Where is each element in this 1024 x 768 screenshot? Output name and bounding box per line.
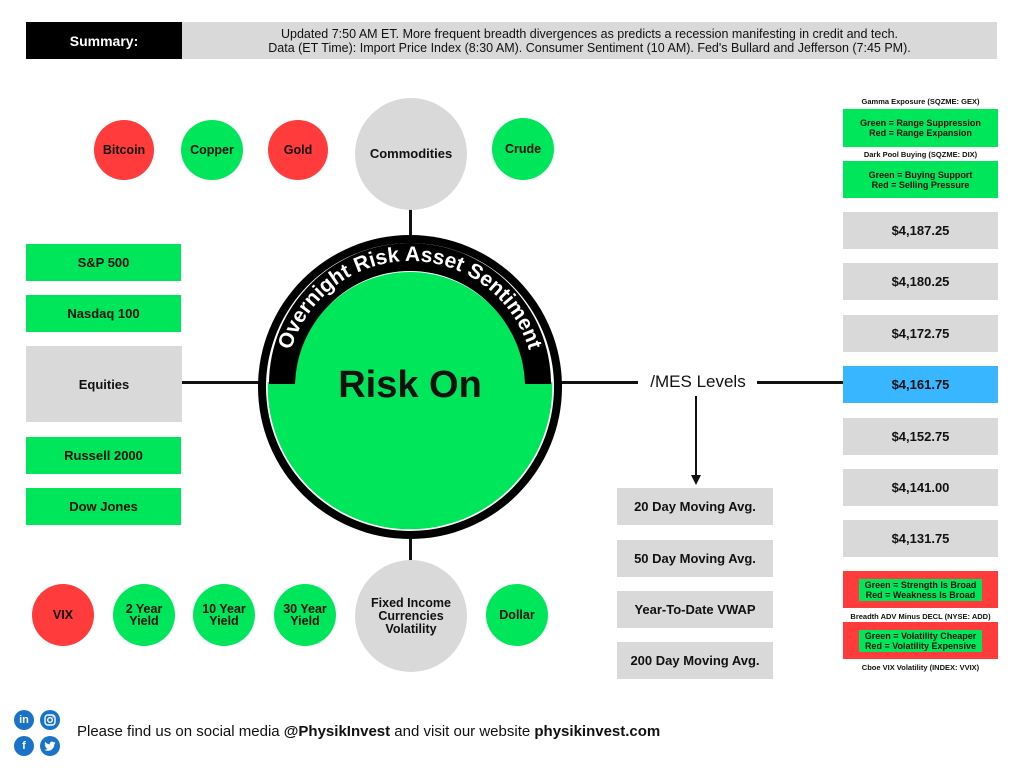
sentiment-wheel: Overnight Risk Asset Sentiment Risk On (258, 235, 562, 539)
commodities-hub: Commodities (355, 98, 467, 210)
connector-top (409, 208, 412, 238)
footer-text: Please find us on social media @PhysikIn… (77, 723, 660, 740)
dix-legend-title: Dark Pool Buying (SQZME: DIX) (863, 150, 978, 159)
equities-hub: Equities (26, 346, 182, 422)
commodity-crude: Crude (492, 118, 554, 180)
mes-level: $4,161.75 (843, 366, 998, 403)
fi-10y-label-2: Yield (209, 614, 239, 628)
fixed-income-hub: Fixed Income Currencies Volatility (355, 560, 467, 672)
summary-text: Updated 7:50 AM ET. More frequent breadt… (182, 22, 997, 59)
fi-2y-yield: 2 Year Yield (113, 584, 175, 646)
connector-down (695, 396, 697, 476)
add-legend-line-2: Red = Weakness Is Broad (865, 589, 976, 600)
connector-bottom (409, 535, 412, 563)
fi-vix: VIX (32, 584, 94, 646)
sentiment-inner (295, 272, 525, 502)
footer-website-link[interactable]: physikinvest.com (534, 723, 661, 740)
fi-30y-label-1: 30 Year (283, 602, 327, 616)
fi-vix-label: VIX (52, 608, 74, 622)
fi-10y-yield: 10 Year Yield (193, 584, 255, 646)
equity-russell2000: Russell 2000 (26, 437, 181, 474)
vvix-legend-box: Green = Volatility Cheaper Red = Volatil… (843, 622, 998, 659)
commodity-bitcoin: Bitcoin (94, 120, 154, 180)
footer-middle: and visit our website (390, 723, 535, 740)
summary-label: Summary: (26, 22, 182, 59)
fi-2y-label-1: 2 Year (125, 602, 163, 616)
fi-2y-label-2: Yield (129, 614, 159, 628)
gex-legend-title: Gamma Exposure (SQZME: GEX) (861, 97, 980, 106)
connector-left (182, 381, 262, 384)
twitter-icon[interactable] (40, 736, 60, 756)
mes-level: $4,172.75 (843, 315, 998, 352)
add-legend-line-1: Green = Strength Is Broad (864, 579, 977, 590)
dix-legend-text: Green = Buying Support Red = Selling Pre… (863, 169, 979, 191)
vvix-legend-title: Cboe VIX Volatility (INDEX: VVIX) (861, 663, 980, 672)
sentiment-status: Risk On (338, 364, 482, 406)
summary-line-1: Updated 7:50 AM ET. More frequent breadt… (280, 26, 898, 41)
dix-legend-line-2: Red = Selling Pressure (871, 179, 970, 190)
fi-10y-label-1: 10 Year (202, 602, 246, 616)
add-legend-text: Green = Strength Is Broad Red = Weakness… (858, 578, 983, 601)
ma-20-day: 20 Day Moving Avg. (617, 488, 773, 525)
facebook-icon[interactable]: f (14, 736, 34, 756)
fi-30y-label-2: Yield (290, 614, 320, 628)
instagram-glyph (44, 714, 56, 726)
ma-200-day: 200 Day Moving Avg. (617, 642, 773, 679)
linkedin-icon[interactable]: in (14, 710, 34, 730)
mes-level: $4,187.25 (843, 212, 998, 249)
fi-dollar: Dollar (486, 584, 548, 646)
equity-dowjones: Dow Jones (26, 488, 181, 525)
dix-legend-box: Green = Buying Support Red = Selling Pre… (843, 161, 998, 198)
fi-30y-yield: 30 Year Yield (274, 584, 336, 646)
mes-level: $4,131.75 (843, 520, 998, 557)
footer-handle[interactable]: @PhysikInvest (283, 723, 391, 740)
twitter-glyph (44, 741, 56, 751)
vvix-legend-line-2: Red = Volatility Expensive (864, 640, 977, 651)
gex-legend-box: Green = Range Suppression Red = Range Ex… (843, 109, 998, 147)
summary-line-2: Data (ET Time): Import Price Index (8:30… (268, 40, 911, 55)
connector-levels (757, 381, 843, 384)
add-legend-box: Green = Strength Is Broad Red = Weakness… (843, 571, 998, 608)
mes-level: $4,141.00 (843, 469, 998, 506)
hub-line-currencies: Currencies (378, 608, 444, 623)
commodity-gold: Gold (268, 120, 328, 180)
add-legend-title: Breadth ADV Minus DECL (NYSE: ADD) (850, 612, 991, 621)
mes-level: $4,180.25 (843, 263, 998, 300)
gex-legend-line-2: Red = Range Expansion (869, 128, 972, 138)
footer-prefix: Please find us on social media (77, 723, 284, 740)
equity-nasdaq100: Nasdaq 100 (26, 295, 181, 332)
sentiment-arc-band (269, 243, 551, 384)
hub-line-volatility: Volatility (385, 621, 437, 636)
equity-sp500: S&P 500 (26, 244, 181, 281)
vvix-legend-line-1: Green = Volatility Cheaper (864, 630, 977, 641)
gex-legend-line-1: Green = Range Suppression (860, 118, 981, 128)
vvix-legend-text: Green = Volatility Cheaper Red = Volatil… (858, 629, 983, 652)
mes-level: $4,152.75 (843, 418, 998, 455)
gex-legend-text: Green = Range Suppression Red = Range Ex… (854, 117, 987, 139)
ma-50-day: 50 Day Moving Avg. (617, 540, 773, 577)
ytd-vwap: Year-To-Date VWAP (617, 591, 773, 628)
connector-right (560, 381, 638, 384)
hub-line-fixed-income: Fixed Income (371, 595, 451, 610)
commodity-copper: Copper (181, 120, 243, 180)
instagram-icon[interactable] (40, 710, 60, 730)
fi-dollar-label: Dollar (499, 608, 535, 622)
arrow-down-icon (691, 475, 701, 485)
dix-legend-line-1: Green = Buying Support (868, 169, 973, 180)
mes-levels-label: /MES Levels (650, 372, 746, 391)
